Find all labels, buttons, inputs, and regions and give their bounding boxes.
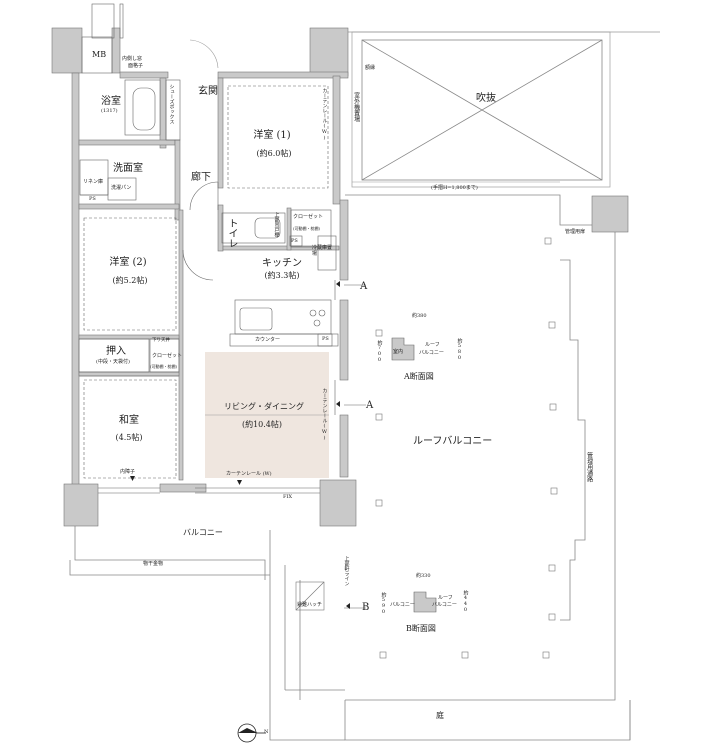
boundary-lines [69,194,631,741]
wash-pan-label: 洗濯パン [111,185,132,191]
section-a-outer: ルーフ [425,342,440,348]
living-label: リビング・ダイニング [224,402,304,411]
section-b-mark: B [362,602,370,613]
ps-label-3: PS [322,336,329,342]
hallway-label: 廊下 [191,172,211,183]
section-b-inner: バルコニー [390,602,415,608]
mgmt-path-label: 管理用通路 [585,452,593,482]
section-a-h2: 約580 [456,338,463,361]
closet-small-label: クローゼット [293,214,324,220]
ceiling-label: 下り天井 [152,338,170,343]
section-a-title: A断面図 [404,372,434,381]
closet2-note: (可動棚・枕棚) [150,364,178,369]
frame-label: 額縁 [365,65,376,71]
curtain-rail-label-3: カーテンレール (W) [226,471,272,477]
ps-label-2: PS [291,238,298,244]
oshiire-note: (中段・天袋付) [96,359,130,365]
section-b-title: B断面図 [406,624,436,633]
western2-size-label: (約5.2帖) [112,276,148,285]
washroom-label: 洗面室 [113,163,143,174]
bath-label: 浴室 [101,96,121,107]
balcony-label: バルコニー [183,528,223,537]
upper-cabinet-label: 上部吊戸棚 [273,212,280,237]
counter-label: カウンター [255,337,281,343]
handrail-height-label: (手摺H=1,800まで) [431,185,478,191]
section-a-diagram [391,337,415,361]
curtain-rail-label-2: カーテンレール(W) [321,388,328,441]
garden-label: 庭 [436,711,444,720]
japanese-size-label: (4.5帖) [115,433,143,442]
section-a-mark-1: A [360,281,368,292]
kitchen-size-label: (約3.3帖) [264,271,300,280]
section-a-h1: 約700 [376,340,383,363]
kitchen-label: キッチン [262,258,302,269]
toilet-label: トイレ [226,218,237,248]
western2-label: 洋室 (2) [109,257,147,268]
marker-arrows [130,281,350,609]
section-b-diagram [413,591,437,613]
void-area [345,31,660,188]
shoe-box-label: シューズボックス [168,84,175,124]
interior-lines [78,3,560,609]
living-size-label: (約10.4帖) [241,420,283,429]
ps-label-1: PS [89,196,96,202]
section-a-inner: 室内 [393,349,404,355]
closet2-label: クローゼット [152,353,183,359]
western1-size-label: (約6.0帖) [256,149,292,158]
drains [295,237,558,659]
clothes-rack-label: 物干金物 [143,561,164,567]
western1-label: 洋室 (1) [253,130,291,141]
section-b-h2: 約440 [462,590,469,613]
entrance-label: 玄関 [198,86,218,97]
linen-label: リネン庫 [83,179,104,185]
window-grille-label: 内側し窓 [122,56,143,62]
window-grille-label-2: 面格子 [128,63,144,69]
section-b-h1: 約590 [380,592,387,615]
japanese-label: 和室 [119,415,139,426]
section-b-outer: ルーフ [438,595,453,601]
upper-eaves-label: 上部軒ライン [343,556,350,586]
section-a-outer2: バルコニー [419,350,444,356]
section-a-width: 約380 [412,313,427,319]
outdoor-unit-label: 室外機置場 [352,92,360,122]
compass-icon [237,723,266,743]
fukinuke-label: 吹抜 [476,93,496,104]
fix-label: FIX [283,494,293,500]
shoji-label: 内障子 [120,469,136,475]
mb-label: MB [92,50,107,59]
curtain-rail-label-1: カーテンレール(W) [321,88,328,141]
bath-size-label: (1317) [101,108,118,114]
evac-hatch-label: 避難ハッチ [297,602,323,608]
mgmt-door-label: 管理用扉 [565,229,586,235]
fridge-label: 冷蔵庫置場 [312,245,333,257]
section-b-width: 約330 [416,573,431,579]
closet-small-note: (可動棚・枕棚) [293,226,321,231]
roof-balcony-label: ルーフバルコニー [413,436,493,447]
section-b-outer2: バルコニー [432,602,457,608]
walls [51,27,629,527]
section-a-mark-2: A [366,400,374,411]
oshiire-label: 押入 [106,346,126,357]
compass-label: N [264,729,269,735]
